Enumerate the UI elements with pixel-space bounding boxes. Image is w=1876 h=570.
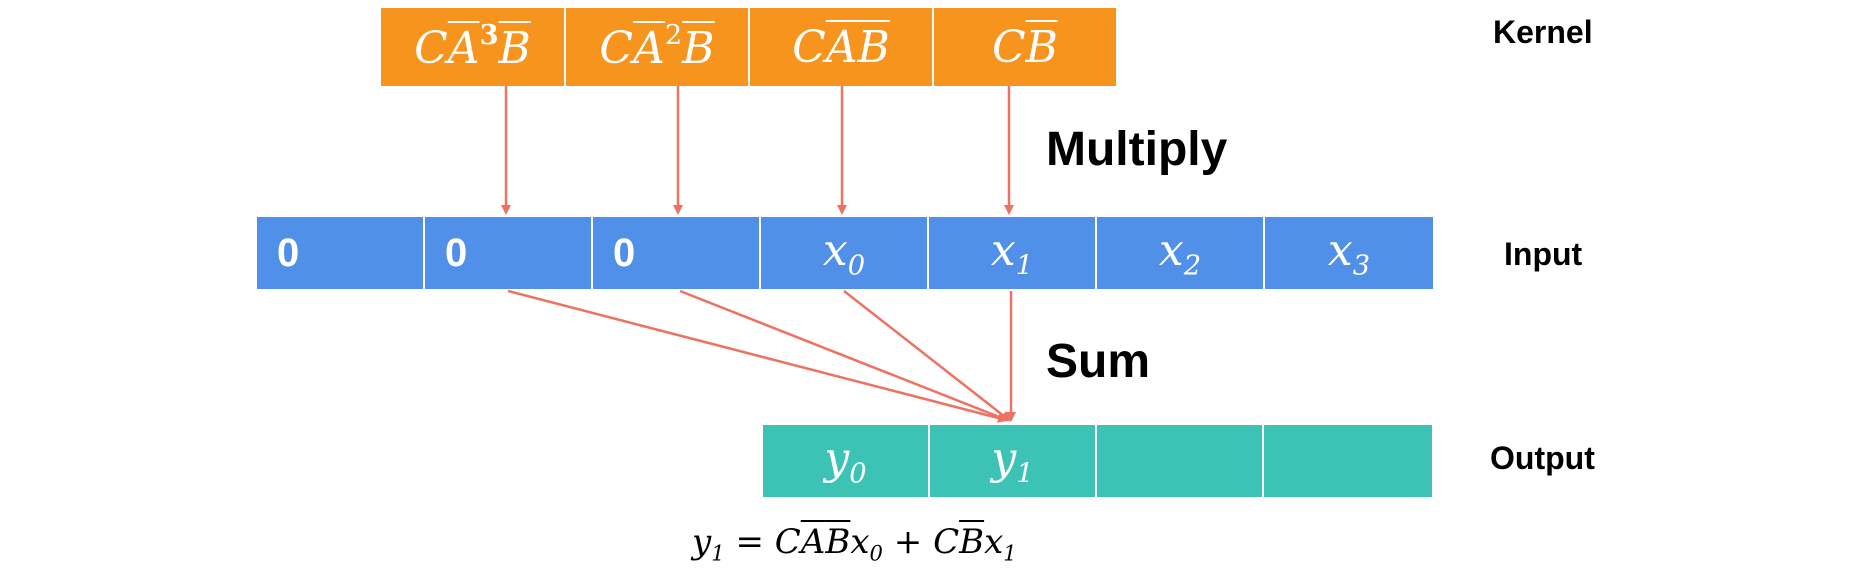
kernel-cell-cb: CB	[934, 8, 1116, 86]
input-cell-x0: x0	[761, 217, 930, 289]
kernel-cell-ca3b: CA3B	[381, 8, 567, 86]
kernel-label: Kernel	[1493, 14, 1593, 50]
sum-arrow	[843, 290, 1011, 422]
output-cell-y0: y0	[763, 425, 931, 497]
kernel-cell-cab: CAB	[750, 8, 935, 86]
output-cell-empty	[1097, 425, 1265, 497]
input-cell-zero: 0	[593, 217, 762, 289]
sum-label: Sum	[1046, 335, 1151, 388]
input-cell-zero: 0	[257, 217, 426, 289]
sum-arrow	[679, 289, 1009, 422]
output-cell-empty	[1264, 425, 1432, 497]
input-cell-zero: 0	[425, 217, 594, 289]
output-cell-y1: y1	[930, 425, 1098, 497]
output-label: Output	[1490, 440, 1595, 476]
input-label: Input	[1504, 236, 1583, 272]
input-cell-x1: x1	[929, 217, 1098, 289]
output-formula: y1 = CABx0 + CBx1	[692, 522, 1017, 566]
multiply-label: Multiply	[1046, 123, 1228, 176]
input-cell-x3: x3	[1265, 217, 1433, 289]
input-cell-x2: x2	[1097, 217, 1266, 289]
sum-arrow	[507, 289, 1008, 423]
kernel-cell-ca2b: CA2B	[566, 8, 751, 86]
